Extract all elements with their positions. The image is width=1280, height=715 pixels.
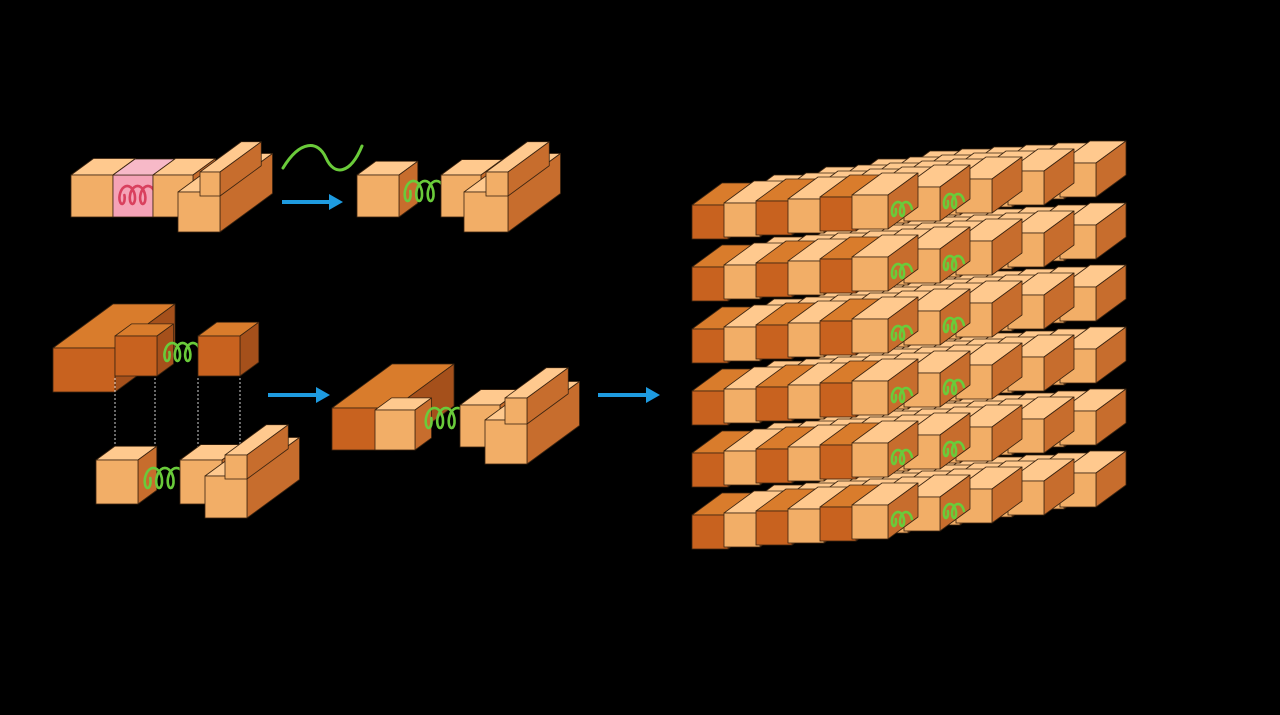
block-front-face [691, 514, 729, 550]
block-front-face [851, 380, 889, 416]
coil-helix-icon [942, 440, 966, 458]
block-front-face [723, 202, 761, 238]
product-block-right-high [485, 141, 550, 197]
block-front-face [755, 510, 793, 546]
block-front-face [787, 260, 825, 296]
block-front-face [755, 262, 793, 298]
block-front-face [851, 318, 889, 354]
block-front-face [819, 382, 857, 418]
lattice-block [903, 412, 971, 470]
block-front-face [95, 459, 139, 505]
block-front-face [819, 444, 857, 480]
block-front-face [787, 322, 825, 358]
coil-helix-icon [143, 466, 187, 490]
block-front-face [787, 508, 825, 544]
lattice-block [1007, 458, 1075, 516]
block-front-face [723, 450, 761, 486]
coil-helix-icon [890, 262, 914, 280]
block-front-face [787, 198, 825, 234]
block-front-face [755, 386, 793, 422]
block-front-face [356, 174, 400, 218]
coil-helix-icon [942, 502, 966, 520]
block-front-face [199, 171, 221, 197]
block-front-face [224, 454, 248, 480]
block-front-face [691, 452, 729, 488]
lower-block-right-high [224, 424, 289, 480]
step-1-product [356, 141, 561, 233]
coil-helix-icon [942, 192, 966, 210]
coil-helix-icon [942, 378, 966, 396]
block-front-face [463, 191, 509, 233]
arrow-head [646, 387, 660, 403]
block-front-face [819, 196, 857, 232]
block-front-face [197, 335, 241, 377]
dimer-block-right-high [504, 367, 569, 425]
block-front-face [851, 504, 889, 540]
block-front-face [70, 174, 114, 218]
block-front-face [374, 409, 416, 451]
dimer-light-block [374, 397, 432, 451]
block-front-face [723, 388, 761, 424]
block-front-face [755, 324, 793, 360]
block-front-face [851, 194, 889, 230]
block-front-face [851, 256, 889, 292]
right-arrow-icon [268, 387, 330, 403]
block-front-face [787, 384, 825, 420]
right-arrow-icon [598, 387, 660, 403]
block-front-face [52, 347, 116, 393]
wavy-linker-icon [281, 144, 364, 172]
coil-helix-icon [890, 510, 914, 528]
coil-helix-icon [424, 406, 468, 430]
lattice-layer [851, 140, 1127, 540]
lower-block-left [95, 445, 158, 505]
step-1-chain [70, 141, 273, 233]
block-front-face [177, 191, 221, 233]
block-front-face [504, 397, 528, 425]
chain-block-right-high [199, 141, 262, 197]
step-2-bottom-chain [95, 424, 300, 519]
product-block-left [356, 160, 419, 218]
assembly-steps [52, 141, 660, 519]
block-front-face [819, 258, 857, 294]
block-front-face [819, 320, 857, 356]
step-2-top-chain [52, 303, 260, 393]
block-front-face [691, 204, 729, 240]
block-front-face [723, 264, 761, 300]
coil-helix-icon [163, 341, 202, 363]
right-arrow-icon [282, 194, 343, 210]
block-front-face [851, 442, 889, 478]
coil-helix-icon [890, 200, 914, 218]
coil-helix-icon [403, 179, 447, 203]
block-front-face [691, 390, 729, 426]
block-front-face [723, 326, 761, 362]
coil-helix-icon [942, 316, 966, 334]
block-front-face [204, 475, 248, 519]
arrow-head [316, 387, 330, 403]
lattice-block [851, 172, 919, 230]
coil-helix-icon [942, 254, 966, 272]
coil-helix-icon [118, 184, 157, 206]
coil-helix-icon [890, 324, 914, 342]
block-front-face [819, 506, 857, 542]
coil-helix-icon [890, 448, 914, 466]
block-front-face [691, 328, 729, 364]
arrow-head [329, 194, 343, 210]
lattice-block [955, 342, 1023, 400]
step-2-dimer [331, 363, 580, 465]
block-front-face [484, 419, 528, 465]
block-front-face [114, 335, 158, 377]
block-front-face [755, 448, 793, 484]
block-front-face [485, 171, 509, 197]
coil-helix-icon [890, 386, 914, 404]
block-front-face [691, 266, 729, 302]
lattice-block [851, 420, 919, 478]
block-front-face [755, 200, 793, 236]
lattice-block [1059, 326, 1127, 384]
assembled-lattice [691, 140, 1127, 550]
dark-block-right [197, 321, 260, 377]
block-front-face [723, 512, 761, 548]
block-front-face [787, 446, 825, 482]
